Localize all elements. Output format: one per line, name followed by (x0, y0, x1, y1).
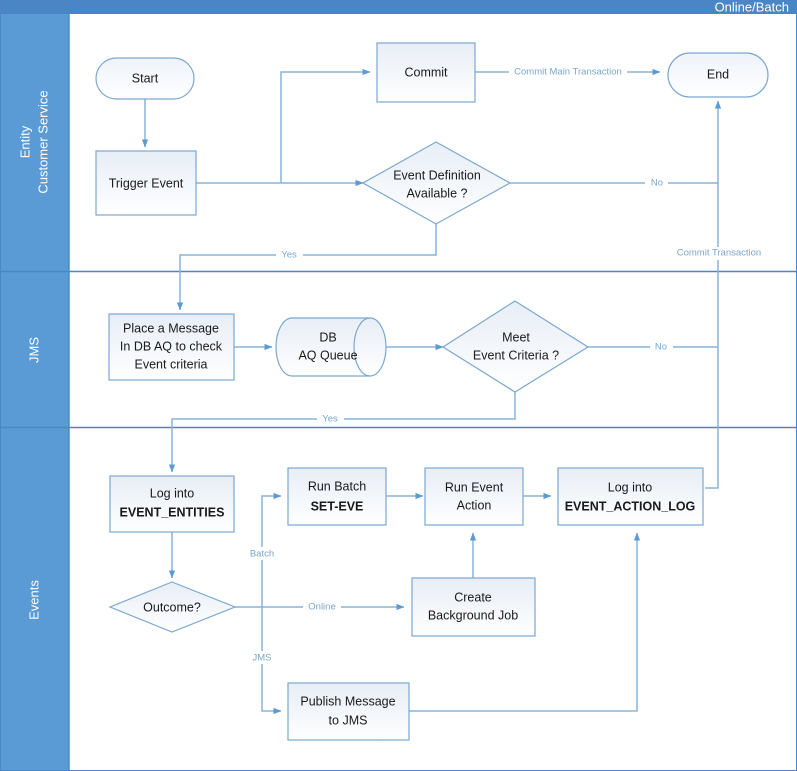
edge-label-commit-transaction: Commit Transaction (668, 247, 770, 260)
svg-text:Commit Main Transaction: Commit Main Transaction (514, 67, 622, 78)
svg-text:Yes: Yes (281, 250, 297, 261)
edge-label-yes-2: Yes (317, 413, 344, 426)
edge-label-jms: JMS (248, 651, 276, 664)
edge-labels: Commit Main Transaction No Yes No Yes Co… (246, 65, 770, 664)
lane-header-jms: JMS (1, 272, 69, 427)
lane-label-entity-line2: Customer Service (35, 90, 50, 193)
node-end[interactable]: End (667, 52, 769, 98)
lane-dividers (1, 14, 796, 770)
node-trigger-event-label: Trigger Event (109, 176, 184, 190)
node-place-a-message-line1: Place a Message (123, 321, 219, 335)
pool-title: Online/Batch (715, 0, 789, 14)
svg-text:Batch: Batch (250, 549, 274, 560)
node-meet-event-criteria-line2: Event Criteria ? (473, 348, 559, 362)
edge-label-commit-main-transaction: Commit Main Transaction (509, 65, 627, 78)
node-outcome[interactable]: Outcome? (108, 581, 237, 633)
lane-header-entity: Entity Customer Service (1, 14, 69, 271)
node-db-aq-queue-line1: DB (319, 330, 336, 344)
node-create-background-line2: Background Job (428, 608, 518, 622)
edge-label-no-1: No (645, 177, 668, 190)
svg-text:No: No (651, 178, 663, 189)
node-run-event-action[interactable]: Run Event Action (424, 467, 524, 526)
node-db-aq-queue[interactable]: DB AQ Queue (275, 317, 387, 377)
node-event-action-log-line2: EVENT_ACTION_LOG (565, 499, 696, 513)
lane-header-events: Events (1, 428, 69, 770)
node-event-entities-line2: EVENT_ENTITIES (120, 505, 225, 519)
node-place-a-message[interactable]: Place a Message In DB AQ to check Event … (108, 313, 235, 381)
node-place-a-message-line3: Event criteria (135, 357, 208, 371)
node-end-label: End (707, 67, 729, 81)
node-outcome-label: Outcome? (143, 600, 201, 614)
node-start-label: Start (132, 71, 159, 85)
connectors (141, 68, 722, 715)
edge-eventdef-yes (176, 218, 437, 311)
node-run-event-action-line2: Action (457, 498, 492, 512)
edge-trigger-to-commit (280, 68, 371, 183)
pool-header-bar (0, 0, 797, 14)
node-event-definition-available[interactable]: Event Definition Available ? (361, 141, 512, 225)
node-event-definition-line2: Available ? (407, 186, 468, 200)
edge-label-batch: Batch (246, 547, 279, 560)
node-create-background-job[interactable]: Create Background Job (411, 577, 536, 637)
node-commit[interactable]: Commit (376, 42, 476, 103)
edge-label-online: Online (303, 601, 341, 614)
edge-outcome-batch (261, 492, 282, 607)
svg-text:Commit Transaction: Commit Transaction (677, 248, 761, 259)
node-publish-message-to-jms[interactable]: Publish Message to JMS (287, 682, 410, 741)
edge-log-to-end (705, 100, 722, 489)
node-log-into-event-entities[interactable]: Log into EVENT_ENTITIES (109, 475, 235, 533)
node-run-event-action-line1: Run Event (445, 480, 504, 494)
svg-text:No: No (655, 342, 667, 353)
node-meet-event-criteria[interactable]: Meet Event Criteria ? (441, 300, 590, 393)
node-run-batch-set-eve[interactable]: Run Batch SET-EVE (287, 467, 387, 526)
edge-publish-to-log (409, 532, 641, 712)
node-commit-label: Commit (404, 65, 448, 79)
node-log-into-event-action-log[interactable]: Log into EVENT_ACTION_LOG (557, 467, 704, 526)
lane-label-events: Events (26, 580, 41, 620)
node-create-background-line1: Create (454, 590, 492, 604)
node-event-action-log-line1: Log into (608, 480, 653, 494)
lane-label-jms: JMS (26, 337, 41, 363)
node-event-definition-line1: Event Definition (393, 168, 481, 182)
node-event-entities-line1: Log into (150, 486, 195, 500)
node-place-a-message-line2: In DB AQ to check (120, 339, 223, 353)
node-publish-message-line1: Publish Message (300, 694, 395, 708)
node-trigger-event[interactable]: Trigger Event (95, 150, 197, 216)
svg-text:JMS: JMS (253, 653, 272, 664)
node-run-batch-line2: SET-EVE (311, 499, 364, 513)
node-run-batch-line1: Run Batch (308, 479, 366, 493)
lane-label-entity-line1: Entity (17, 125, 32, 158)
node-start[interactable]: Start (95, 57, 195, 100)
edge-outcome-jms (261, 607, 282, 715)
node-publish-message-line2: to JMS (329, 713, 368, 727)
edge-label-no-2: No (650, 341, 673, 354)
svg-text:Yes: Yes (322, 414, 338, 425)
svg-text:Online: Online (308, 602, 335, 613)
edge-label-yes-1: Yes (276, 249, 303, 262)
node-db-aq-queue-line2: AQ Queue (298, 348, 357, 362)
node-meet-event-criteria-line1: Meet (502, 330, 530, 344)
